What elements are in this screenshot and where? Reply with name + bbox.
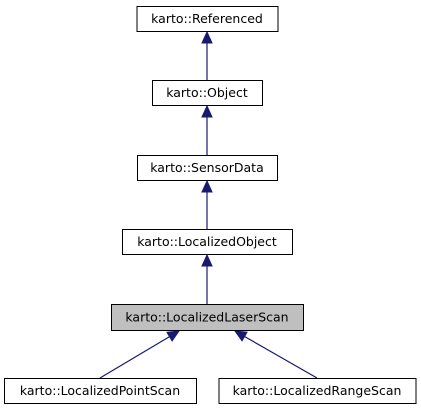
class-node-box	[218, 378, 417, 404]
class-node-label: karto::LocalizedLaserScan	[125, 310, 288, 325]
class-node-localizedobject[interactable]: karto::LocalizedObject	[122, 229, 293, 255]
arrowhead-icon	[166, 330, 181, 342]
inheritance-edge-localizedobject-to-sensordata	[201, 179, 213, 229]
class-node-label: karto::Referenced	[151, 11, 263, 26]
class-node-box	[122, 229, 293, 255]
inheritance-edge-localizedlaserscan-to-localizedobject	[201, 253, 213, 304]
class-node-label: karto::SensorData	[150, 160, 263, 175]
arrowhead-icon	[201, 30, 213, 44]
arrowhead-icon	[201, 179, 213, 193]
edge-line	[99, 336, 170, 379]
class-node-localizedlaserscan[interactable]: karto::LocalizedLaserScan	[111, 304, 304, 331]
class-node-box	[4, 378, 197, 404]
class-node-label: karto::LocalizedRangeScan	[233, 383, 402, 398]
inheritance-edge-sensordata-to-object	[201, 104, 213, 155]
class-node-box	[136, 6, 279, 32]
class-node-referenced[interactable]: karto::Referenced	[136, 6, 279, 32]
edges-layer	[99, 30, 318, 379]
inheritance-edge-localizedrangescan-to-localizedlaserscan	[233, 330, 318, 379]
arrowhead-icon	[201, 253, 213, 267]
class-node-object[interactable]: karto::Object	[152, 80, 263, 106]
inheritance-edge-localizedpointscan-to-localizedlaserscan	[99, 330, 181, 379]
edge-line	[244, 335, 318, 379]
class-node-box	[111, 304, 304, 331]
arrowhead-icon	[233, 330, 248, 342]
class-node-label: karto::LocalizedPointScan	[20, 383, 180, 398]
class-node-label: karto::LocalizedObject	[137, 234, 277, 249]
class-node-localizedpointscan[interactable]: karto::LocalizedPointScan	[4, 378, 197, 404]
nodes-layer: karto::Referencedkarto::Objectkarto::Sen…	[4, 6, 417, 404]
class-node-localizedrangescan[interactable]: karto::LocalizedRangeScan	[218, 378, 417, 404]
class-node-box	[137, 155, 278, 181]
class-node-box	[152, 80, 263, 106]
inheritance-edge-object-to-referenced	[201, 30, 213, 80]
arrowhead-icon	[201, 104, 213, 118]
class-node-label: karto::Object	[166, 85, 248, 100]
class-node-sensordata[interactable]: karto::SensorData	[137, 155, 278, 181]
